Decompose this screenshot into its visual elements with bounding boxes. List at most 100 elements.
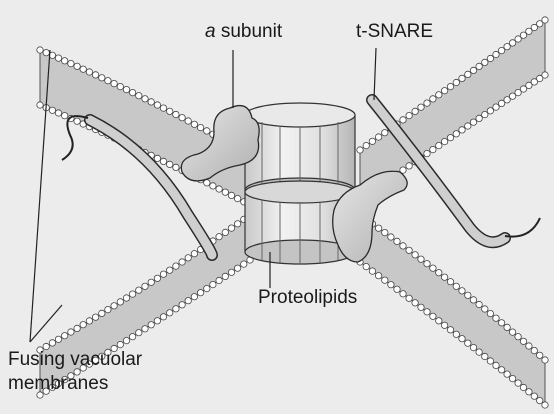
- lipid-head: [173, 263, 179, 269]
- lipid-head: [216, 186, 222, 192]
- lipid-head: [173, 164, 179, 170]
- lipid-head: [191, 294, 197, 300]
- lipid-head: [515, 36, 521, 42]
- lipid-head: [394, 286, 400, 292]
- lipid-head: [531, 347, 537, 353]
- lipid-head: [80, 66, 86, 72]
- lipid-head: [74, 63, 80, 69]
- lipid-head: [197, 290, 203, 296]
- lipid-head: [400, 291, 406, 297]
- lipid-head: [509, 329, 515, 335]
- lipid-head: [179, 115, 185, 121]
- lipid-head: [436, 318, 442, 324]
- lipid-head: [515, 334, 521, 340]
- fusing-membranes-label-line2: membranes: [8, 373, 108, 395]
- lipid-head: [447, 279, 453, 285]
- lipid-head: [498, 47, 504, 53]
- lipid-head: [515, 380, 521, 386]
- lipid-head: [476, 349, 482, 355]
- lipid-head: [447, 83, 453, 89]
- lipid-head: [173, 111, 179, 117]
- lipid-head: [222, 273, 228, 279]
- lipid-head: [504, 371, 510, 377]
- lipid-head: [487, 358, 493, 364]
- lipid-head: [493, 51, 499, 57]
- lipid-head: [465, 340, 471, 346]
- lipid-head: [160, 314, 166, 320]
- lipid-head: [37, 47, 43, 53]
- lipid-head: [357, 147, 363, 153]
- lipid-head: [111, 80, 117, 86]
- lipid-head: [68, 60, 74, 66]
- lipid-head: [542, 402, 548, 408]
- lipid-head: [167, 108, 173, 114]
- lipid-head: [99, 75, 105, 81]
- lipid-head: [154, 275, 160, 281]
- lipid-head: [382, 130, 388, 136]
- lipid-head: [476, 63, 482, 69]
- lipid-head: [453, 331, 459, 337]
- lipid-head: [234, 221, 240, 227]
- lipid-head: [204, 285, 210, 291]
- lipid-head: [406, 247, 412, 253]
- lipid-head: [498, 320, 504, 326]
- lipid-head: [394, 238, 400, 244]
- lipid-head: [210, 281, 216, 287]
- lipid-head: [129, 291, 135, 297]
- lipid-head: [537, 352, 543, 358]
- lipid-head: [129, 334, 135, 340]
- lipid-head: [412, 108, 418, 114]
- lipid-head: [418, 256, 424, 262]
- membrane-band: [360, 215, 545, 405]
- lipid-head: [424, 150, 430, 156]
- lipid-head: [470, 119, 476, 125]
- lipid-head: [160, 271, 166, 277]
- lipid-head: [406, 112, 412, 118]
- lipid-head: [424, 309, 430, 315]
- lipid-head: [49, 340, 55, 346]
- lipid-head: [482, 306, 488, 312]
- lipid-head: [185, 298, 191, 304]
- lipid-head: [61, 58, 67, 64]
- lipid-head: [154, 155, 160, 161]
- lipid-head: [526, 343, 532, 349]
- lipid-head: [148, 279, 154, 285]
- lipid-head: [369, 268, 375, 274]
- lipid-head: [375, 273, 381, 279]
- lipid-head: [504, 44, 510, 50]
- t-snare-label: t-SNARE: [356, 21, 433, 43]
- lipid-head: [388, 282, 394, 288]
- lipid-head: [210, 183, 216, 189]
- lipid-head: [482, 353, 488, 359]
- lipid-head: [447, 327, 453, 333]
- lipid-head: [111, 303, 117, 309]
- lipid-head: [228, 269, 234, 275]
- lipid-head: [430, 265, 436, 271]
- lipid-head: [204, 128, 210, 134]
- lipid-head: [418, 104, 424, 110]
- lipid-head: [430, 313, 436, 319]
- lipid-head: [447, 135, 453, 141]
- lipid-head: [430, 96, 436, 102]
- lipid-head: [117, 341, 123, 347]
- lipid-head: [37, 102, 43, 108]
- lipid-head: [61, 333, 67, 339]
- lipid-head: [228, 225, 234, 231]
- lipid-head: [167, 310, 173, 316]
- lipid-head: [142, 283, 148, 289]
- lipid-head: [74, 325, 80, 331]
- lipid-head: [504, 324, 510, 330]
- lipid-head: [459, 288, 465, 294]
- lipid-head: [148, 322, 154, 328]
- lipid-head: [123, 337, 129, 343]
- lipid-head: [542, 357, 548, 363]
- lipid-head: [179, 302, 185, 308]
- lipid-head: [470, 297, 476, 303]
- proteolipids-label: Proteolipids: [258, 287, 357, 309]
- lipid-head: [154, 318, 160, 324]
- lipid-head: [493, 362, 499, 368]
- lipid-head: [74, 118, 80, 124]
- lipid-head: [216, 234, 222, 240]
- lipid-head: [117, 299, 123, 305]
- lipid-head: [482, 59, 488, 65]
